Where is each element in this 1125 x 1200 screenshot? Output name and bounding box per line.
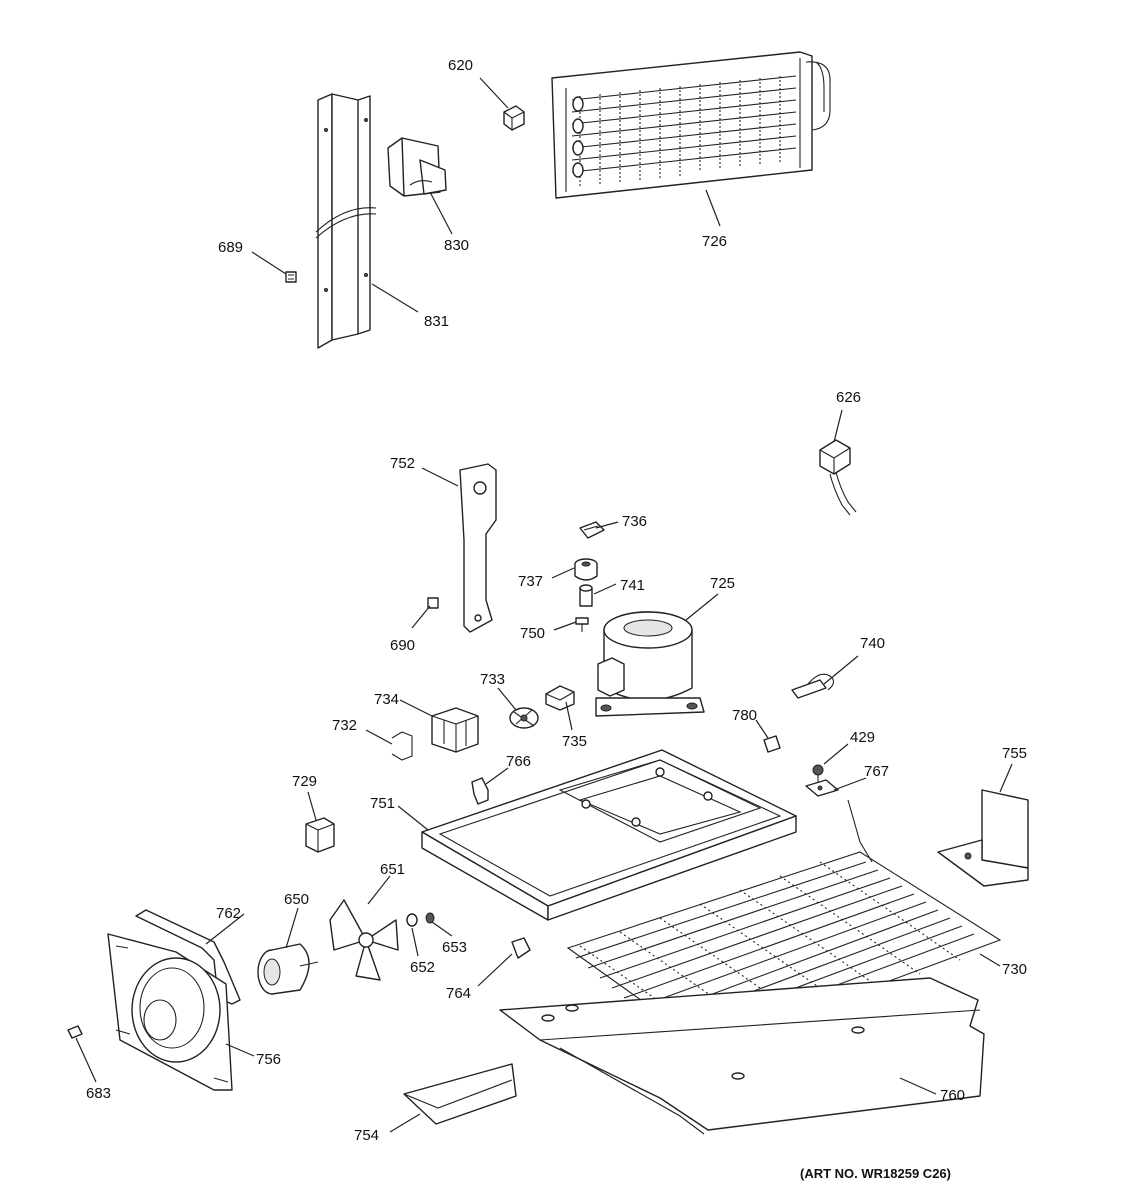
part-760-drain-pan: [499, 977, 985, 1135]
part-752-strap: [459, 463, 497, 633]
callout-750: 750: [520, 625, 545, 642]
part-733-overload: [509, 707, 539, 729]
callout-755: 755: [1002, 745, 1027, 762]
part-755-bracket: [937, 789, 1029, 887]
callout-760: 760: [940, 1087, 965, 1104]
callout-831: 831: [424, 313, 449, 330]
callout-830: 830: [444, 237, 469, 254]
part-780-clip: [763, 735, 781, 753]
callout-650: 650: [284, 891, 309, 908]
callout-740: 740: [860, 635, 885, 652]
callout-626: 626: [836, 389, 861, 406]
art-number: (ART NO. WR18259 C26): [800, 1166, 951, 1181]
callout-735: 735: [562, 733, 587, 750]
part-734-relay: [431, 707, 479, 753]
callout-762: 762: [216, 905, 241, 922]
callout-429: 429: [850, 729, 875, 746]
leader-lines: [75, 77, 1013, 1133]
part-690-screw: [427, 597, 439, 609]
part-732-clip: [391, 731, 413, 761]
part-750-bolt: [575, 617, 589, 632]
callout-653: 653: [442, 939, 467, 956]
callout-766: 766: [506, 753, 531, 770]
part-736-clip: [579, 521, 605, 539]
callout-729: 729: [292, 773, 317, 790]
part-767-bracket: [805, 779, 839, 797]
callout-756: 756: [256, 1051, 281, 1068]
callout-737: 737: [518, 573, 543, 590]
part-429-screw: [812, 764, 824, 782]
part-726-evaporator: [551, 51, 831, 199]
callout-689: 689: [218, 239, 243, 256]
part-626-cord: [819, 439, 857, 516]
part-740-wire: [791, 673, 835, 699]
part-741-sleeve: [579, 584, 593, 607]
callout-651: 651: [380, 861, 405, 878]
part-651-fan-blade: [329, 899, 399, 981]
part-751-base-tray: [421, 749, 797, 921]
part-650-fan-motor: [257, 943, 319, 995]
part-764-clip: [511, 937, 531, 959]
callout-780: 780: [732, 707, 757, 724]
part-652-washer: [406, 913, 418, 927]
callout-725: 725: [710, 575, 735, 592]
callout-730: 730: [1002, 961, 1027, 978]
part-754-bracket: [403, 1063, 517, 1125]
callout-751: 751: [370, 795, 395, 812]
part-735-cover: [545, 685, 575, 711]
callout-752: 752: [390, 455, 415, 472]
callout-690: 690: [390, 637, 415, 654]
callout-734: 734: [374, 691, 399, 708]
callout-732: 732: [332, 717, 357, 734]
part-729-clip: [305, 817, 335, 853]
callout-767: 767: [864, 763, 889, 780]
part-620-clip: [503, 105, 525, 131]
callout-764: 764: [446, 985, 471, 1002]
callout-736: 736: [622, 513, 647, 530]
callout-620: 620: [448, 57, 473, 74]
callout-733: 733: [480, 671, 505, 688]
callout-754: 754: [354, 1127, 379, 1144]
part-756-fan-shroud: [107, 933, 233, 1091]
callout-652: 652: [410, 959, 435, 976]
part-830-connector: [387, 137, 447, 197]
part-725-compressor: [595, 611, 705, 717]
part-689-screw: [285, 271, 297, 283]
part-762-gasket: [135, 909, 241, 1005]
part-683-screw: [67, 1025, 83, 1039]
callout-726: 726: [702, 233, 727, 250]
part-831-channel-bracket: [315, 93, 377, 349]
callout-741: 741: [620, 577, 645, 594]
part-653-nut: [425, 912, 435, 924]
part-737-grommet: [574, 558, 598, 581]
part-766-clip: [471, 777, 489, 805]
callout-683: 683: [86, 1085, 111, 1102]
